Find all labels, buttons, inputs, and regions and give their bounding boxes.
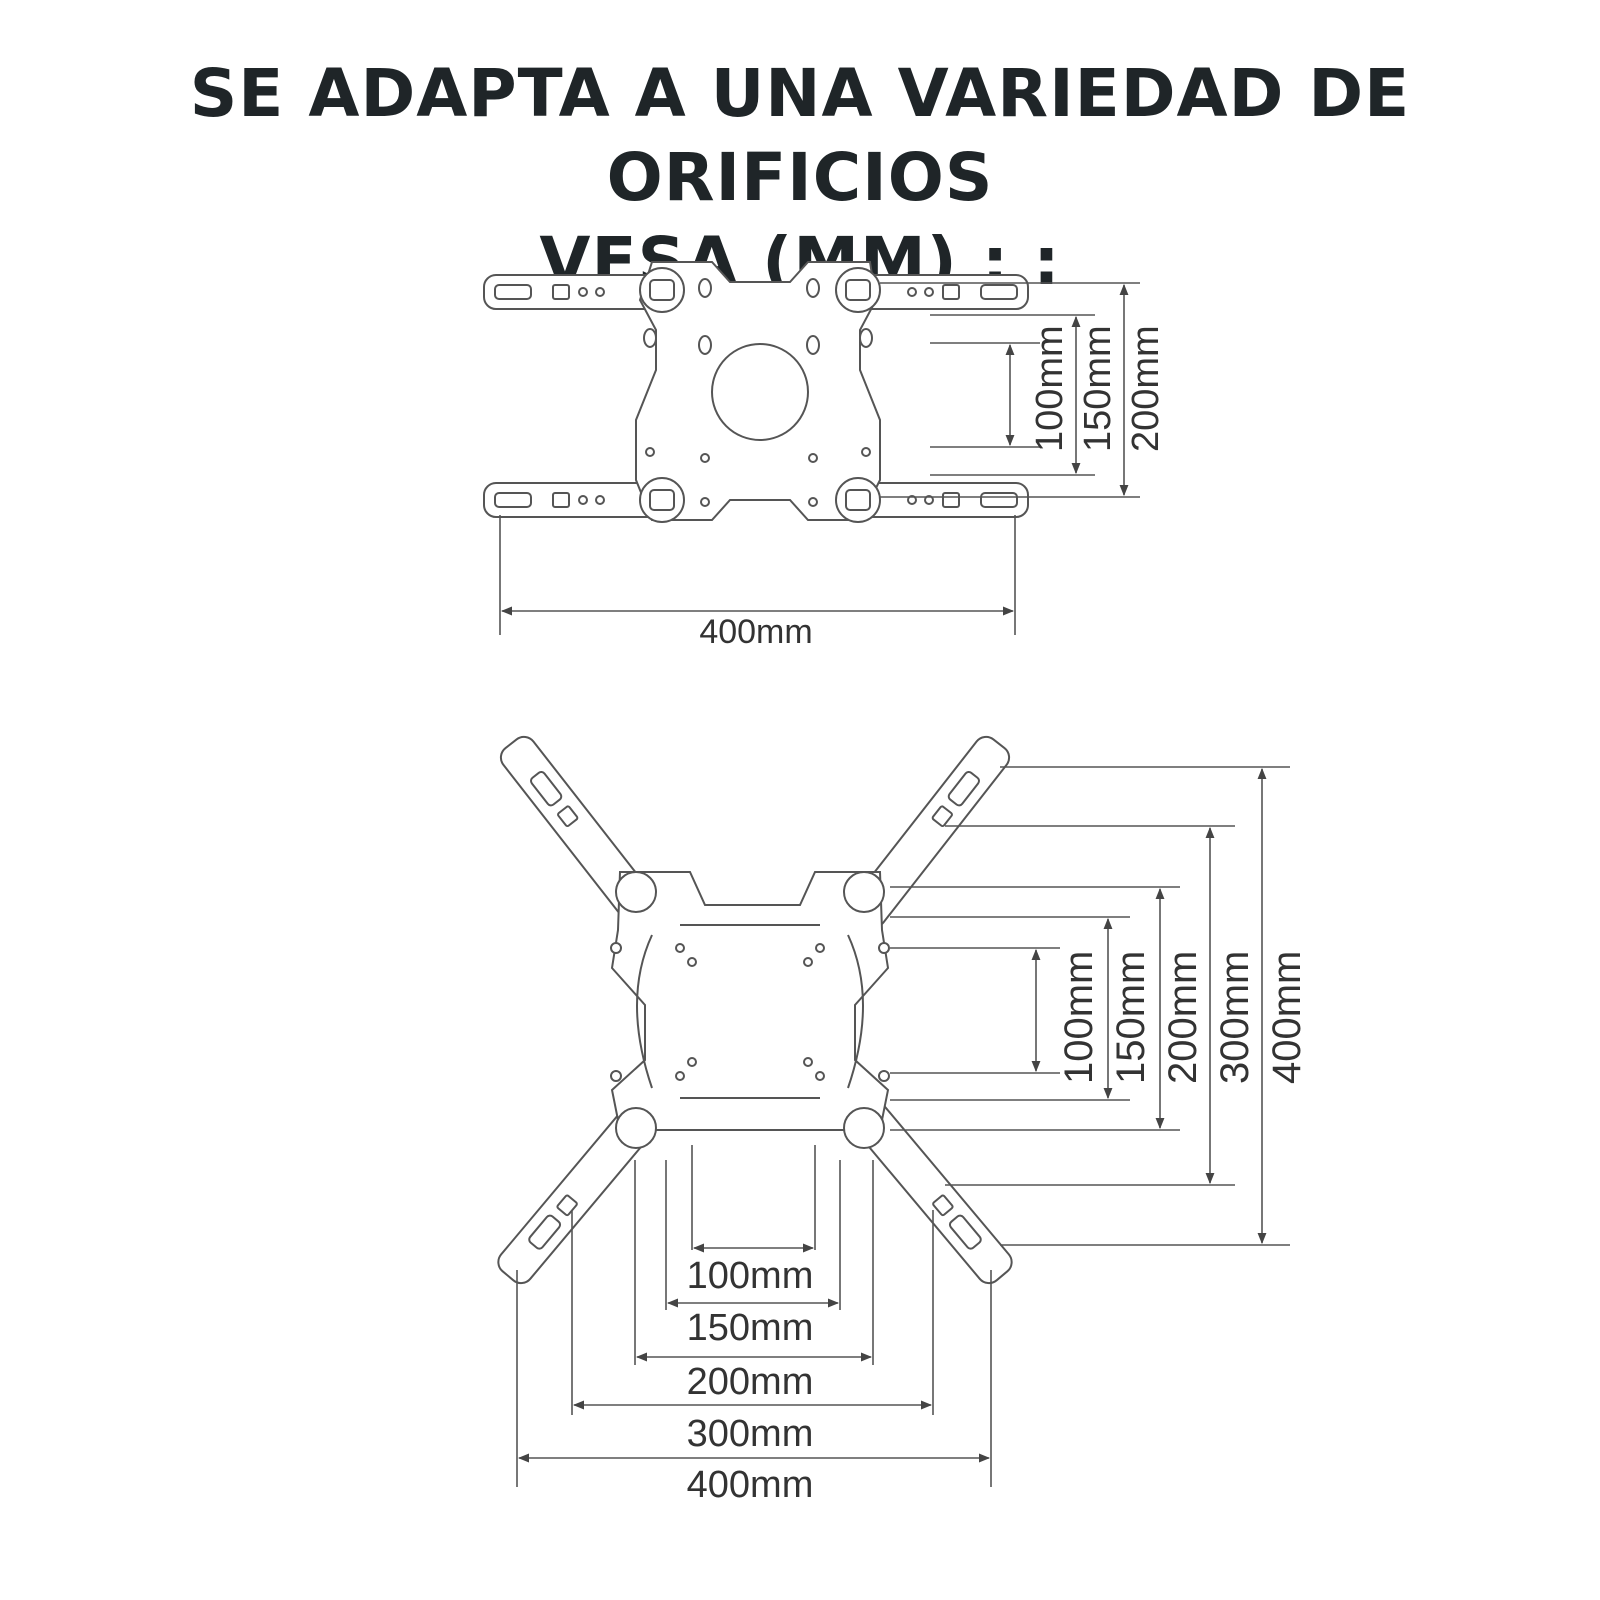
top-mount-drawing (483, 261, 1029, 523)
top-dimension-lines (499, 282, 1140, 635)
bottom-h-label-200mm: 200mm (687, 1361, 814, 1403)
title-line-1: SE ADAPTA A UNA VARIEDAD DE ORIFICIOS (189, 55, 1411, 216)
page-title: SE ADAPTA A UNA VARIEDAD DE ORIFICIOS VE… (0, 52, 1600, 304)
top-label-150mm: 150mm (1077, 325, 1119, 452)
bottom-v-label-300mm: 300mm (1213, 951, 1257, 1084)
top-label-200mm: 200mm (1125, 325, 1167, 452)
top-label-100mm: 100mm (1029, 325, 1071, 452)
bottom-v-label-150mm: 150mm (1109, 951, 1153, 1084)
bottom-h-label-100mm: 100mm (687, 1255, 814, 1297)
bottom-vertical-dimension-labels: 100mm 150mm 200mm 300mm 400mm (1057, 951, 1309, 1084)
bottom-horizontal-dimension-labels: 100mm 150mm 200mm 300mm 400mm (687, 1255, 814, 1506)
top-plate-center-hole (711, 343, 809, 441)
bottom-v-label-100mm: 100mm (1057, 951, 1101, 1084)
bottom-h-label-300mm: 300mm (687, 1413, 814, 1455)
bottom-horizontal-dimension-lines (516, 1145, 992, 1487)
bottom-v-label-200mm: 200mm (1161, 951, 1205, 1084)
bottom-vertical-dimension-lines (890, 766, 1290, 1246)
top-label-400mm: 400mm (699, 613, 812, 651)
bottom-v-label-400mm: 400mm (1265, 951, 1309, 1084)
bottom-mount-drawing (497, 735, 1013, 1285)
bottom-h-label-150mm: 150mm (687, 1307, 814, 1349)
bottom-clamps (615, 871, 885, 1149)
bottom-h-label-400mm: 400mm (687, 1464, 814, 1506)
top-dimension-labels: 100mm 150mm 200mm 400mm (699, 325, 1167, 651)
top-clamps (639, 267, 881, 523)
bottom-mount-plate (610, 871, 890, 1131)
bottom-arm-lower-left (497, 1095, 663, 1285)
